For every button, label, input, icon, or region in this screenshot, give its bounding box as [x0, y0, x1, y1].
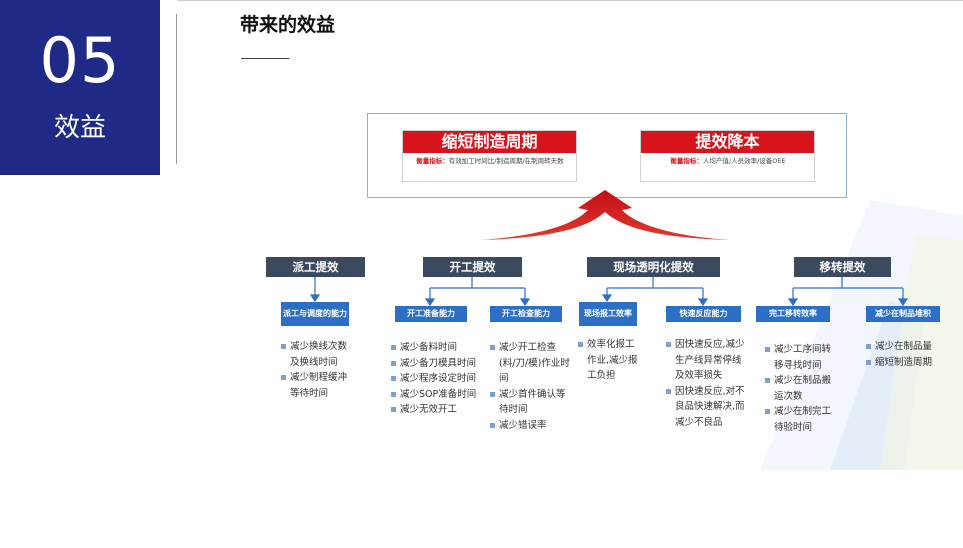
list-item: 因快速反应,减少生产线异常停线及效率损失: [666, 337, 746, 384]
list-item: 缩短制造周期: [866, 355, 952, 371]
goal-metric-text: 有效加工时间比/制造周期/在制周转天数: [448, 157, 564, 165]
list-item: 减少在制完工待验时间: [765, 404, 831, 435]
goal-metric: 衡量指标：有效加工时间比/制造周期/在制周转天数: [409, 157, 571, 166]
goal-metric-label: 衡量指标：: [416, 157, 449, 165]
sub-dispatch-capability: 派工与调度的能力: [281, 302, 349, 326]
list-item: 效率化报工作业,减少报工负担: [578, 337, 640, 384]
goal-metric-label: 衡量指标：: [670, 157, 703, 165]
sub-start-inspection: 开工检查能力: [490, 306, 562, 322]
category-transfer: 移转提效: [794, 257, 891, 277]
sub-rapid-response: 快速反应能力: [666, 306, 741, 322]
sub-start-preparation: 开工准备能力: [395, 306, 467, 322]
section-badge: 05 效益: [0, 0, 160, 175]
category-dispatch: 派工提效: [266, 257, 365, 277]
list-item: 减少备刀模具时间: [391, 356, 491, 372]
benefit-list-response: 因快速反应,减少生产线异常停线及效率损失 因快速反应,对不良品快速解决,而减少不…: [666, 337, 746, 430]
benefit-list-inspection: 减少开工检查(料/刀/模)作业时间 减少首件确认等待时间 减少错误率: [490, 340, 572, 433]
sub-reduce-wip: 减少在制品堆积: [866, 306, 940, 322]
section-title: 效益: [53, 113, 106, 143]
list-item: 因快速反应,对不良品快速解决,而减少不良品: [666, 384, 746, 431]
list-item: 减少程序设定时间: [391, 371, 491, 387]
list-item: 减少在制品搬运次数: [765, 373, 831, 404]
page-title: 带来的效益: [240, 14, 336, 36]
goal-card-cycle: 缩短制造周期 衡量指标：有效加工时间比/制造周期/在制周转天数: [402, 130, 577, 182]
top-rule: [177, 0, 963, 1]
section-number: 05: [39, 24, 121, 97]
list-item: 减少错误率: [490, 418, 572, 434]
benefit-list-wip: 减少在制品量 缩短制造周期: [866, 339, 952, 370]
benefit-list-transfer: 减少工序间转移寻找时间 减少在制品搬运次数 减少在制完工待验时间: [765, 342, 831, 435]
category-transparency: 现场透明化提效: [587, 257, 720, 277]
list-item: 减少在制品量: [866, 339, 952, 355]
title-underline: [241, 58, 289, 59]
goal-title: 缩短制造周期: [403, 131, 576, 153]
list-item: 减少制程缓冲等待时间: [281, 370, 353, 401]
goal-metric-text: 人均产值/人员效率/设备OEE: [702, 157, 786, 165]
list-item: 减少备料时间: [391, 340, 491, 356]
sub-transfer-efficiency: 完工移转效率: [756, 306, 830, 322]
benefit-list-preparation: 减少备料时间 减少备刀模具时间 减少程序设定时间 减少SOP准备时间 减少无效开…: [391, 340, 491, 418]
up-arrow-icon: [480, 190, 730, 240]
divider-line: [176, 14, 177, 164]
list-item: 减少SOP准备时间: [391, 387, 491, 403]
list-item: 减少无效开工: [391, 402, 491, 418]
list-item: 减少工序间转移寻找时间: [765, 342, 831, 373]
benefit-list-report: 效率化报工作业,减少报工负担: [578, 337, 640, 384]
category-start: 开工提效: [423, 257, 522, 277]
goal-card-cost: 提效降本 衡量指标：人均产值/人员效率/设备OEE: [640, 130, 815, 182]
goal-title: 提效降本: [641, 131, 814, 153]
list-item: 减少开工检查(料/刀/模)作业时间: [490, 340, 572, 387]
list-item: 减少换线次数及换线时间: [281, 339, 353, 370]
benefit-list-dispatch: 减少换线次数及换线时间 减少制程缓冲等待时间: [281, 339, 353, 401]
sub-report-efficiency: 现场报工效率: [579, 302, 637, 326]
list-item: 减少首件确认等待时间: [490, 387, 572, 418]
goal-metric: 衡量指标：人均产值/人员效率/设备OEE: [647, 157, 809, 166]
